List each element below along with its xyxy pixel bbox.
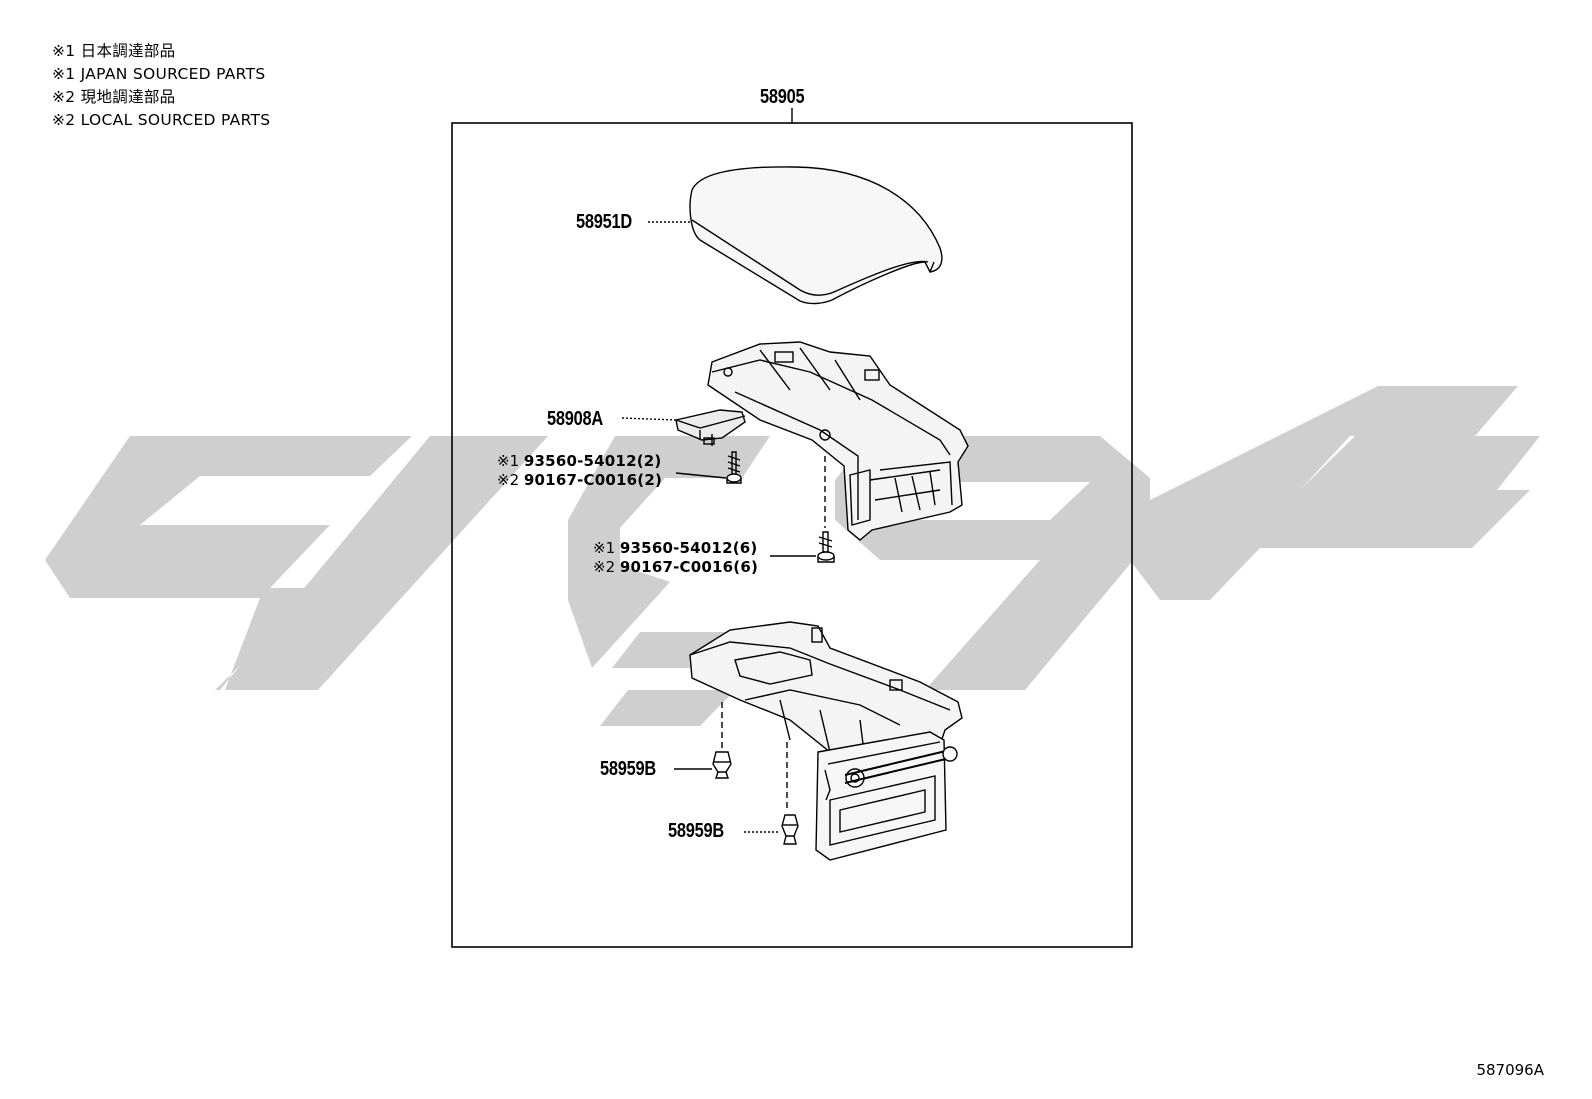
part-code: 93560-54012(6) [619, 539, 758, 557]
watermark-shape-4 [1130, 386, 1540, 600]
watermark-shape-6 [600, 690, 735, 726]
source-mark: ※2 [497, 471, 520, 489]
large-screw-part [817, 531, 835, 563]
clip-left-label: 58959B [600, 758, 656, 780]
lock-latch-label: 58908A [547, 408, 603, 430]
small-screw-line-1: ※1 93560-54012(2) [497, 452, 662, 471]
assembly-number-label: 58905 [760, 86, 805, 108]
sourcing-legend: ※1 日本調達部品 ※1 JAPAN SOURCED PARTS ※2 現地調達… [52, 40, 270, 132]
lock-latch-leader [621, 417, 677, 421]
legend-line-4: ※2 LOCAL SOURCED PARTS [52, 111, 271, 129]
small-screw-line-2: ※2 90167-C0016(2) [497, 471, 662, 490]
lid-cover-part [689, 166, 943, 305]
clip-right-part [781, 814, 799, 845]
clip-left-part [712, 751, 732, 779]
hinge-plate-part [815, 731, 958, 861]
source-mark: ※2 [593, 558, 616, 576]
watermark-shape-1 [45, 436, 548, 690]
watermark-shape-3 [835, 436, 1150, 690]
source-mark: ※1 [593, 539, 616, 557]
lid-cover-label: 58951D [576, 211, 632, 233]
small-screw-leader [675, 472, 727, 479]
clip-right-label: 58959B [668, 820, 724, 842]
legend-line-2: ※1 JAPAN SOURCED PARTS [52, 65, 266, 83]
part-code: 90167-C0016(2) [523, 471, 663, 489]
large-screw-line-1: ※1 93560-54012(6) [593, 539, 758, 558]
legend-line-3: ※2 現地調達部品 [52, 88, 176, 106]
figure-reference: 587096A [1476, 1061, 1544, 1079]
small-screw-part [726, 451, 742, 484]
watermark-shape-2 [568, 436, 770, 668]
lower-base-part [689, 621, 963, 771]
large-screw-label: ※1 93560-54012(6) ※2 90167-C0016(6) [593, 539, 758, 577]
lock-latch-part [675, 409, 746, 446]
legend-line-1: ※1 日本調達部品 [52, 42, 176, 60]
large-screw-line-2: ※2 90167-C0016(6) [593, 558, 758, 577]
main-bracket-part [707, 341, 969, 541]
source-mark: ※1 [497, 452, 520, 470]
small-screw-label: ※1 93560-54012(2) ※2 90167-C0016(2) [497, 452, 662, 490]
part-code: 90167-C0016(6) [619, 558, 759, 576]
part-code: 93560-54012(2) [523, 452, 662, 470]
